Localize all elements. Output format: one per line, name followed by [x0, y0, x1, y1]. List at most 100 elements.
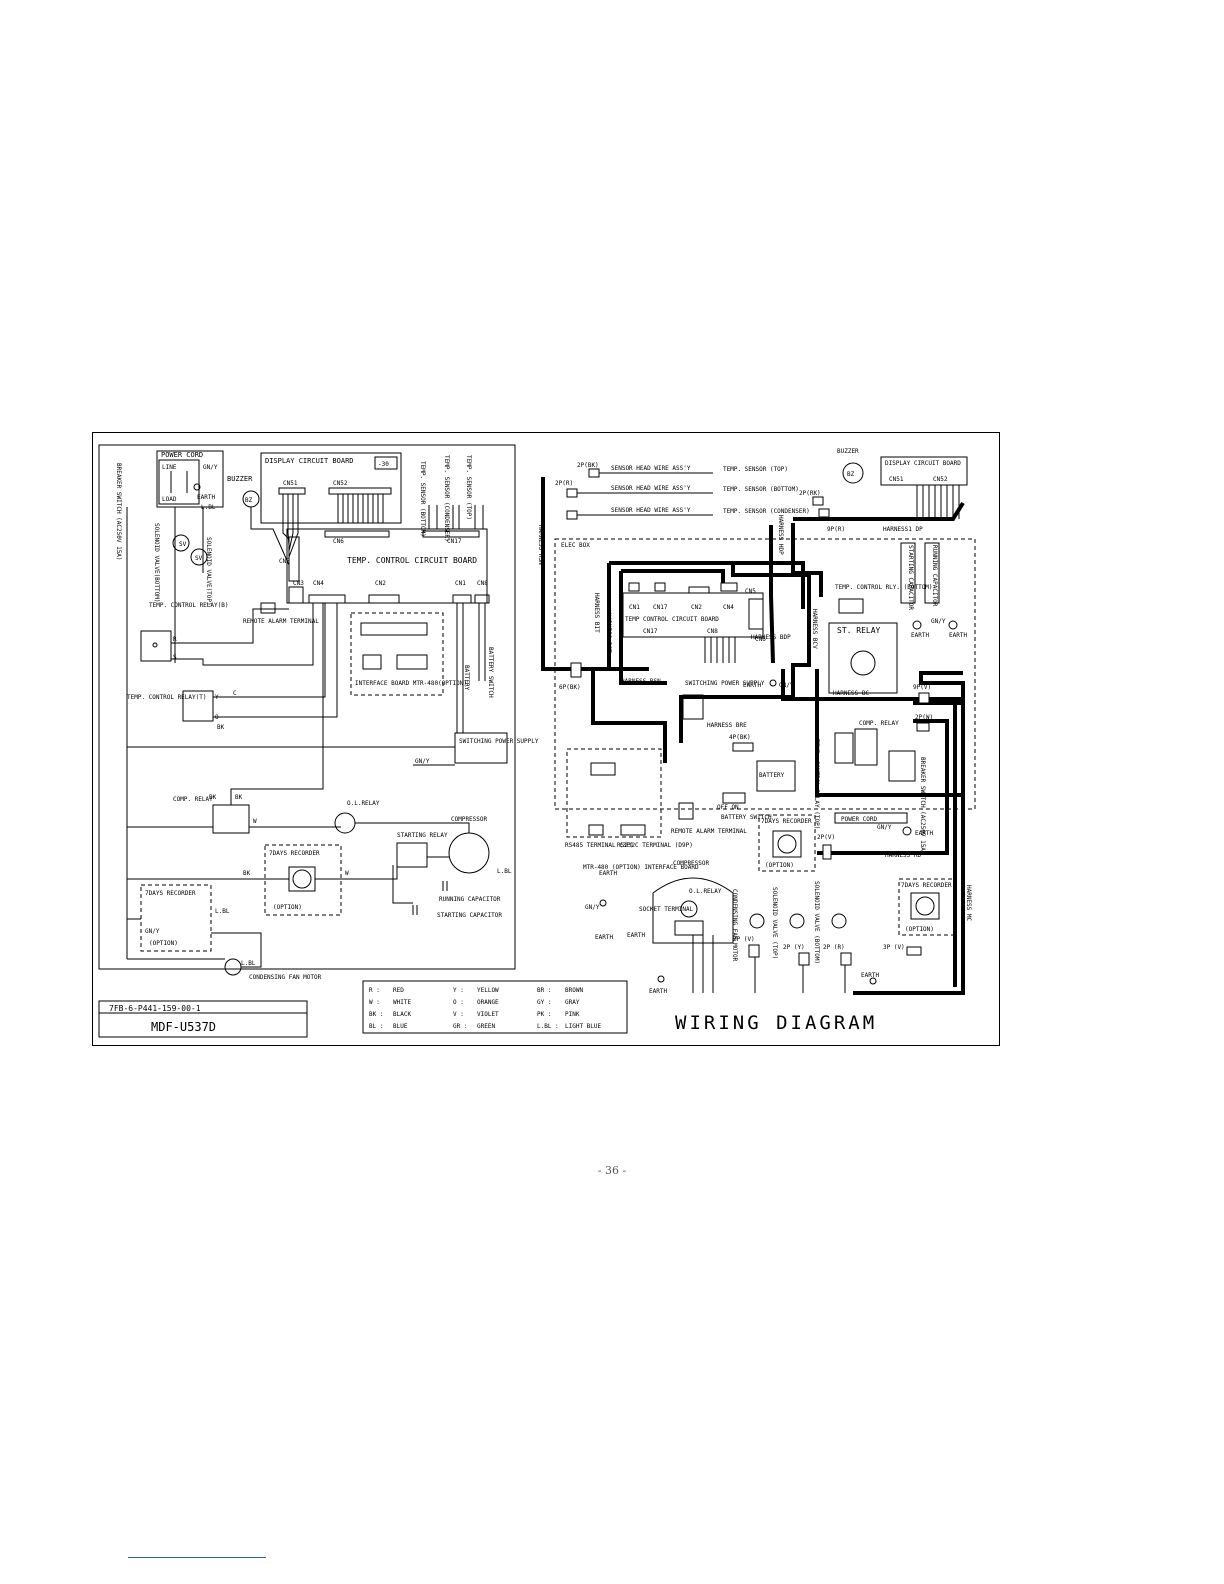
svg-text:CN51: CN51 [889, 476, 904, 483]
breaker-label: BREAKER SWITCH (AC250V 15A) [115, 463, 122, 561]
temp-control-relay-b [140, 630, 172, 662]
svg-text:O.L.RELAY: O.L.RELAY [347, 800, 380, 807]
svg-text:2P(RK): 2P(RK) [799, 490, 821, 497]
solenoid-bottom-icon [172, 534, 190, 552]
svg-text:CN17: CN17 [447, 538, 462, 545]
svg-text:(OPTION): (OPTION) [273, 904, 302, 911]
svg-text:CN52: CN52 [933, 476, 948, 483]
svg-text:TEMP. SENSOR (BOTTOM): TEMP. SENSOR (BOTTOM) [419, 461, 426, 537]
svg-text:CN1: CN1 [629, 604, 640, 611]
elec-box [554, 538, 976, 810]
svg-text:RS485 TERMINAL (3P): RS485 TERMINAL (3P) [565, 842, 634, 849]
svg-text:BATTERY: BATTERY [759, 772, 785, 779]
svg-text:HARNESS BIT: HARNESS BIT [593, 593, 600, 633]
svg-text:SOLENOID VALVE (TOP): SOLENOID VALVE (TOP) [771, 887, 778, 959]
svg-text:GN/Y: GN/Y [877, 824, 892, 831]
svg-text:R: R [173, 636, 177, 643]
legend-entry: LIGHT BLUE [565, 1023, 602, 1030]
svg-text:LOAD: LOAD [162, 496, 177, 503]
svg-text:BATTERY SWITCH: BATTERY SWITCH [721, 814, 772, 821]
svg-text:SENSOR HEAD WIRE ASS'Y: SENSOR HEAD WIRE ASS'Y [611, 465, 691, 472]
legend-entry: RED [393, 987, 404, 994]
svg-text:EARTH: EARTH [197, 494, 215, 501]
legend-entry: GR : [453, 1023, 467, 1030]
svg-text:CN2: CN2 [691, 604, 702, 611]
svg-text:EARTH: EARTH [599, 870, 617, 877]
svg-text:SOLENOID VALVE(TOP): SOLENOID VALVE(TOP) [205, 537, 212, 606]
svg-text:4P(BK): 4P(BK) [729, 734, 751, 741]
legend-entry: O : [453, 999, 464, 1006]
svg-text:REMOTE ALARM TERMINAL: REMOTE ALARM TERMINAL [671, 828, 747, 835]
svg-text:GN/Y: GN/Y [415, 758, 430, 765]
recorder-7days-right [758, 814, 816, 872]
svg-text:TEMP. SENSOR (TOP): TEMP. SENSOR (TOP) [723, 466, 788, 473]
svg-text:HARNESS1 DP: HARNESS1 DP [883, 526, 923, 533]
svg-text:GN/Y: GN/Y [145, 928, 160, 935]
recorder-7days-upper [264, 844, 342, 916]
fan-motor-right-icon [749, 913, 765, 929]
legend-entry: R : [369, 987, 380, 994]
svg-text:DISPLAY CIRCUIT BOARD: DISPLAY CIRCUIT BOARD [265, 457, 354, 465]
diagram-title: WIRING DIAGRAM [675, 1012, 877, 1034]
svg-text:CN4: CN4 [313, 580, 324, 587]
svg-text:HARNESS BDP: HARNESS BDP [751, 634, 791, 641]
svg-text:STARTING CAPACITOR: STARTING CAPACITOR [437, 912, 502, 919]
svg-text:DISPLAY CIRCUIT BOARD: DISPLAY CIRCUIT BOARD [885, 460, 961, 467]
svg-text:HARNESS HDP: HARNESS HDP [777, 515, 784, 555]
svg-text:HARNESS BST: HARNESS BST [605, 613, 612, 653]
svg-text:CN8: CN8 [707, 628, 718, 635]
svg-text:SV: SV [179, 541, 187, 548]
legend-entry: V : [453, 1011, 464, 1018]
svg-text:COMP. RELAY: COMP. RELAY [173, 796, 213, 803]
svg-text:TEMP. CONTROL RELAY(T): TEMP. CONTROL RELAY(T) [127, 694, 206, 701]
svg-text:GN/Y: GN/Y [585, 904, 600, 911]
comp-relay [212, 804, 250, 834]
svg-text:TEMP. SENSOR (BOTTOM): TEMP. SENSOR (BOTTOM) [723, 486, 799, 493]
svg-text:SENSOR HEAD WIRE ASS'Y: SENSOR HEAD WIRE ASS'Y [611, 485, 691, 492]
right-wiring-layout: 2P(BK) 2P(R) SENSOR HEAD WIRE ASS'Y SENS… [537, 448, 976, 995]
svg-text:COMPRESSOR: COMPRESSOR [451, 816, 488, 823]
svg-text:CN3: CN3 [293, 580, 304, 587]
svg-text:O.L.RELAY: O.L.RELAY [689, 888, 722, 895]
breaker-right [888, 750, 916, 782]
wiring-diagram-sheet: POWER CORD LINE LOAD BREAKER SWITCH (AC2… [92, 432, 1000, 1046]
control-board-label: TEMP. CONTROL CIRCUIT BOARD [347, 556, 477, 565]
condensing-fan-motor-icon [224, 958, 242, 976]
svg-text:(OPTION): (OPTION) [149, 940, 178, 947]
interface-board-right [566, 748, 662, 838]
legend-entry: VIOLET [477, 1011, 499, 1018]
display-circuit-board [260, 452, 402, 524]
st-relay [828, 622, 898, 694]
legend-entry: GREEN [477, 1023, 495, 1030]
svg-text:SENSOR HEAD WIRE ASS'Y: SENSOR HEAD WIRE ASS'Y [611, 507, 691, 514]
footnote-rule [128, 1557, 266, 1558]
left-schematic: POWER CORD LINE LOAD BREAKER SWITCH (AC2… [98, 444, 539, 981]
svg-text:TEMP. CONTROL RELAY(B): TEMP. CONTROL RELAY(B) [149, 602, 228, 609]
svg-text:C: C [233, 690, 237, 697]
svg-text:RUNNING CAPACITOR: RUNNING CAPACITOR [439, 896, 501, 903]
svg-text:L.BL: L.BL [215, 908, 230, 915]
model-number: MDF-U537D [151, 1020, 216, 1034]
svg-text:EARTH: EARTH [743, 682, 761, 689]
svg-text:CONDENSING FAN MOTOR: CONDENSING FAN MOTOR [249, 974, 322, 981]
wiring-diagram-svg: POWER CORD LINE LOAD BREAKER SWITCH (AC2… [98, 444, 976, 1038]
legend-entry: GRAY [565, 999, 580, 1006]
legend-entry: Y : [453, 987, 464, 994]
svg-text:HARNESS MC: HARNESS MC [965, 885, 972, 922]
svg-text:7DAYS RECORDER: 7DAYS RECORDER [901, 882, 952, 889]
svg-text:W: W [253, 818, 257, 825]
svg-text:RUNNING CAPACITOR: RUNNING CAPACITOR [931, 545, 938, 607]
drawing-number: 7FB-6-P441-159-00-1 [109, 1004, 201, 1013]
svg-text:9P(R): 9P(R) [827, 526, 845, 533]
svg-text:TEMP. CONTROL RELAY (TOP): TEMP. CONTROL RELAY (TOP) [813, 739, 820, 829]
svg-text:BZ: BZ [847, 471, 855, 478]
svg-text:EARTH: EARTH [911, 632, 929, 639]
svg-text:LINE: LINE [162, 464, 177, 471]
ol-relay-icon [334, 812, 356, 834]
svg-text:TEMP. SENSOR (TOP): TEMP. SENSOR (TOP) [465, 455, 472, 520]
svg-text:EARTH: EARTH [861, 972, 879, 979]
solenoid-top-right-icon [789, 913, 805, 929]
svg-text:GN/Y: GN/Y [203, 464, 218, 471]
svg-text:CN5: CN5 [279, 558, 290, 565]
temp-control-relay-t [182, 690, 214, 722]
